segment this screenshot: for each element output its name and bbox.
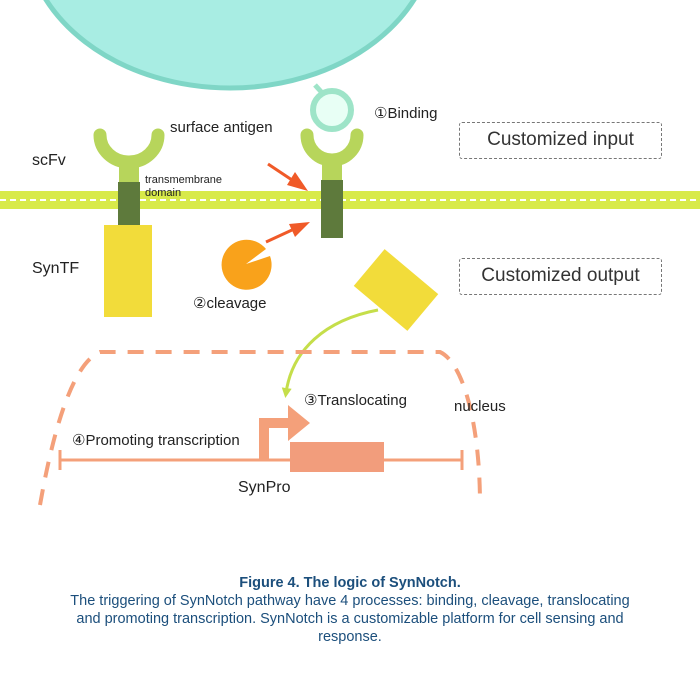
cleavage-arrow-bottom	[265, 222, 310, 244]
surface-antigen-label: surface antigen	[170, 119, 273, 136]
transmembrane-label-1: transmembrane	[145, 174, 222, 186]
transmembrane-label-2: domain	[145, 187, 181, 199]
figure-caption: Figure 4. The logic of SynNotch. The tri…	[0, 574, 700, 646]
syntf-label: SynTF	[32, 260, 79, 277]
caption-title: Figure 4. The logic of SynNotch.	[239, 575, 461, 591]
nucleus-membrane	[38, 350, 482, 506]
sender-cell	[43, 0, 417, 91]
nucleus-label: nucleus	[454, 398, 506, 415]
cleavage-label: ②cleavage	[193, 295, 267, 312]
transmembrane-bound	[321, 180, 343, 238]
promoting-label: ④Promoting transcription	[72, 432, 240, 449]
scfv-bound	[300, 128, 364, 167]
scfv-left	[93, 128, 165, 169]
scfv-stem-left	[119, 160, 139, 182]
caption-body: The triggering of SynNotch pathway have …	[70, 593, 630, 645]
transmembrane-left	[118, 182, 140, 226]
translocating-label: ③Translocating	[304, 392, 407, 409]
customized-input-box: Customized input	[459, 122, 662, 159]
scfv-stem-bound	[322, 158, 342, 182]
cleavage-arrow-top	[267, 162, 308, 191]
gene-box	[290, 442, 384, 472]
translocation-arrow	[281, 308, 379, 398]
surface-antigen	[310, 88, 354, 132]
binding-label: ①Binding	[374, 105, 438, 122]
promoter-arrow	[259, 405, 310, 461]
released-syntf	[353, 249, 439, 331]
customized-output-box: Customized output	[459, 258, 662, 295]
synpro-label: SynPro	[238, 479, 291, 496]
scfv-label: scFv	[32, 152, 66, 169]
syntf-box	[104, 225, 152, 317]
protease-icon	[221, 239, 272, 290]
